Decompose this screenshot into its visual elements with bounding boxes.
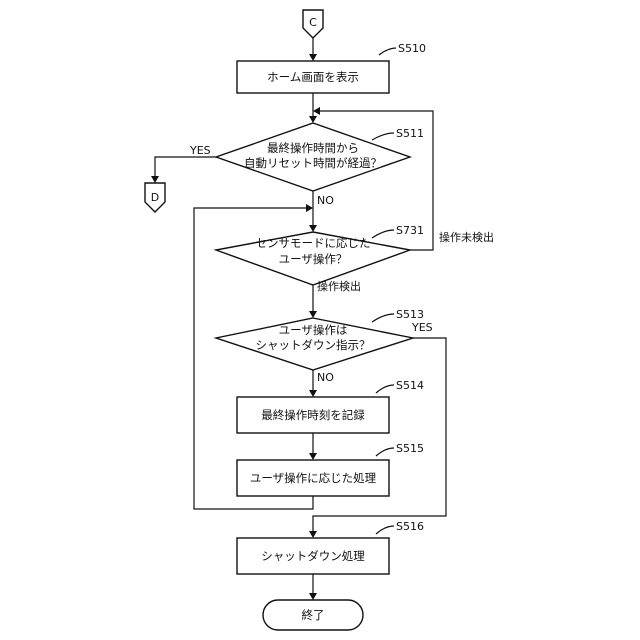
s510-text: ホーム画面を表示	[267, 70, 359, 84]
s511-yes-label: YES	[189, 144, 211, 157]
arrowhead	[309, 593, 317, 600]
arrowhead	[309, 390, 317, 397]
connector-c-label: C	[309, 16, 317, 29]
s510-id: S510	[398, 42, 426, 55]
s515-text: ユーザ操作に応じた処理	[250, 471, 377, 485]
arrowhead	[309, 225, 317, 232]
s511-id: S511	[396, 127, 424, 140]
arrowhead	[309, 531, 317, 538]
connector-d-label: D	[151, 191, 159, 204]
arrowhead	[309, 116, 317, 123]
s510-leader	[379, 48, 396, 55]
s513-yes-label: YES	[411, 321, 433, 334]
s515-leader	[376, 448, 394, 456]
s511-leader	[372, 133, 394, 140]
s731-no-op-label: 操作未検出	[439, 230, 494, 244]
arrowhead	[313, 107, 320, 115]
edge-s511-yes	[155, 157, 216, 176]
s513-line2: シャットダウン指示？	[256, 338, 371, 352]
s513-no-label: NO	[317, 371, 334, 384]
s514-text: 最終操作時刻を記録	[261, 408, 365, 422]
end-text: 終了	[302, 608, 325, 622]
arrowhead	[151, 176, 159, 183]
s511-line2: 自動リセット時間が経過？	[244, 156, 382, 170]
s516-id: S516	[396, 520, 424, 533]
s514-leader	[376, 385, 394, 393]
arrowhead	[309, 54, 317, 61]
arrowhead	[306, 204, 313, 212]
s513-id: S513	[396, 308, 424, 321]
s731-op-label: 操作検出	[317, 279, 361, 293]
s731-leader	[372, 230, 394, 238]
s514-id: S514	[396, 379, 424, 392]
s511-no-label: NO	[317, 194, 334, 207]
s516-text: シャットダウン処理	[261, 549, 365, 563]
s511-line1: 最終操作時間から	[267, 141, 359, 155]
s513-line1: ユーザ操作は	[279, 323, 348, 337]
arrowhead	[309, 453, 317, 460]
edge-s513-yes	[313, 338, 446, 531]
arrowhead	[309, 311, 317, 318]
s731-line1: センサモードに応じた	[256, 236, 371, 250]
s513-leader	[372, 314, 394, 322]
s515-id: S515	[396, 442, 424, 455]
s516-leader	[376, 526, 394, 534]
s731-line2: ユーザ操作？	[279, 252, 348, 266]
s731-id: S731	[396, 224, 424, 237]
